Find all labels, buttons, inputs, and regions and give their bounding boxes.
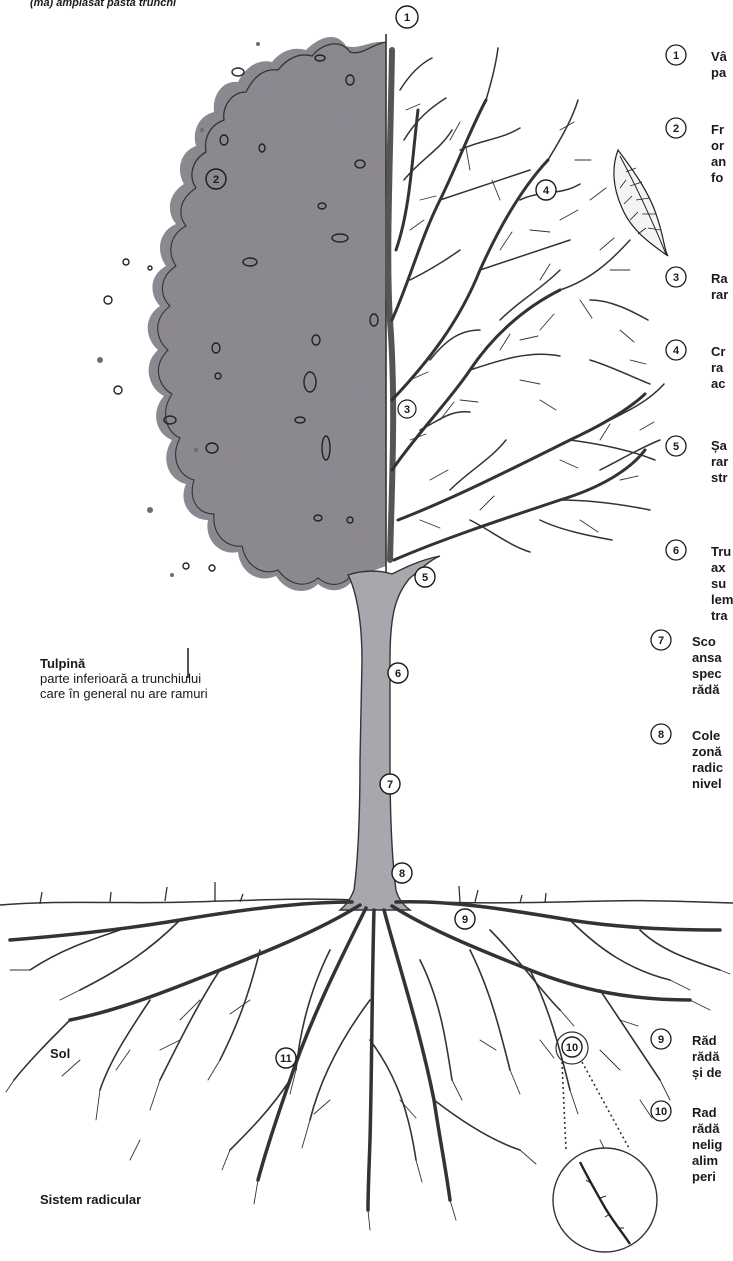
callout-line: str — [711, 470, 728, 485]
tree-marker-label: 10 — [566, 1042, 578, 1054]
callout-line: rar — [711, 454, 728, 469]
callout-line: rădă — [692, 1121, 720, 1136]
callout-line: Rad — [692, 1105, 717, 1120]
callout-line: Cole — [692, 728, 720, 743]
callout-line: Răd — [692, 1033, 717, 1048]
callout-line: Ra — [711, 271, 728, 286]
callout-line: nivel — [692, 776, 722, 791]
tree-marker-5: 5 — [415, 567, 435, 587]
tulpina-desc-line2: care în general nu are ramuri — [40, 686, 340, 701]
callout-line: Șa — [711, 438, 728, 453]
tree-marker-1: 1 — [396, 6, 418, 28]
callout-line: tra — [711, 608, 728, 623]
callout-number: 9 — [658, 1034, 664, 1046]
tree-marker-7: 7 — [380, 774, 400, 794]
callout-7: 7 Sco ansa spec rădă — [651, 630, 722, 697]
crown-branches — [388, 48, 664, 560]
tree-marker-label: 5 — [422, 572, 428, 584]
tree-marker-4: 4 — [536, 180, 556, 200]
callout-10: 10 Rad rădă nelig alim peri — [651, 1101, 722, 1184]
tulpina-title: Tulpină — [40, 656, 340, 671]
callout-6: 6 Tru ax su lem tra — [666, 540, 733, 623]
callout-1: 1 Vâ pa — [666, 45, 728, 80]
sistem-radicular-label: Sistem radicular — [40, 1192, 141, 1207]
callout-line: Sco — [692, 634, 716, 649]
tulpina-label: Tulpină parte inferioară a trunchiului c… — [40, 656, 340, 701]
tulpina-desc-line1: parte inferioară a trunchiului — [40, 671, 340, 686]
tree-marker-label: 6 — [395, 668, 401, 680]
tree-marker-8: 8 — [392, 863, 412, 883]
tree-marker-3: 3 — [398, 400, 416, 418]
tree-marker-label: 11 — [280, 1053, 292, 1065]
tree-marker-label: 3 — [404, 404, 410, 416]
tree-marker-label: 7 — [387, 779, 393, 791]
callout-line: Cr — [711, 344, 725, 359]
sol-label: Sol — [50, 1046, 70, 1061]
callout-5: 5 Șa rar str — [666, 436, 728, 485]
callout-number: 10 — [655, 1106, 667, 1118]
callout-number: 7 — [658, 635, 664, 647]
callout-line: zonă — [692, 744, 722, 759]
callout-line: și de — [692, 1065, 722, 1080]
tree-marker-10: 10 — [562, 1037, 582, 1057]
callout-line: radic — [692, 760, 723, 775]
callout-line: ansa — [692, 650, 722, 665]
callout-line: rădă — [692, 682, 720, 697]
callout-2: 2 Fr or an fo — [666, 118, 726, 185]
callout-number: 6 — [673, 545, 679, 557]
callout-line: an — [711, 154, 726, 169]
crown-foliage — [97, 37, 386, 591]
callout-line: ax — [711, 560, 726, 575]
callout-line: nelig — [692, 1137, 722, 1152]
callout-line: rădă — [692, 1049, 720, 1064]
zoom-leader-2 — [582, 1062, 630, 1150]
callout-number: 1 — [673, 50, 679, 62]
header-fragment: (ma) amplasat pasta trunchi — [30, 0, 177, 9]
tree-marker-label: 9 — [462, 914, 468, 926]
callout-8: 8 Cole zonă radic nivel — [651, 724, 723, 791]
callout-line: Tru — [711, 544, 731, 559]
callout-line: su — [711, 576, 726, 591]
callout-line: fo — [711, 170, 723, 185]
tree-marker-label: 8 — [399, 868, 405, 880]
callout-3: 3 Ra rar — [666, 267, 728, 302]
callout-line: pa — [711, 65, 727, 80]
ground-grass — [40, 882, 546, 904]
callout-number: 5 — [673, 441, 679, 453]
callout-line: ac — [711, 376, 725, 391]
zoom-inset-circle — [553, 1148, 657, 1252]
callout-line: spec — [692, 666, 722, 681]
sol-text: Sol — [50, 1046, 70, 1061]
callout-line: ra — [711, 360, 724, 375]
leaf-icon — [614, 150, 668, 256]
tree-marker-9: 9 — [455, 909, 475, 929]
callout-line: Fr — [711, 122, 724, 137]
tree-marker-label: 2 — [213, 174, 219, 186]
callout-line: or — [711, 138, 724, 153]
callout-9: 9 Răd rădă și de — [651, 1029, 722, 1080]
sistem-text: Sistem radicular — [40, 1192, 141, 1207]
trunk — [340, 556, 440, 910]
callout-line: lem — [711, 592, 733, 607]
callout-number: 2 — [673, 123, 679, 135]
tree-marker-6: 6 — [388, 663, 408, 683]
callout-4: 4 Cr ra ac — [666, 340, 725, 391]
callout-number: 8 — [658, 729, 664, 741]
callout-number: 3 — [673, 272, 679, 284]
tree-marker-label: 1 — [404, 12, 410, 24]
callout-line: Vâ — [711, 49, 728, 64]
callout-line: rar — [711, 287, 728, 302]
callout-line: alim — [692, 1153, 718, 1168]
callout-line: peri — [692, 1169, 716, 1184]
callout-list: 1 Vâ pa 2 Fr or an fo 3 Ra rar 4 Cr ra a… — [651, 45, 733, 1184]
tree-marker-label: 4 — [543, 185, 550, 197]
callout-number: 4 — [673, 345, 680, 357]
zoom-leader-1 — [562, 1062, 566, 1150]
tree-marker-11: 11 — [276, 1048, 296, 1068]
